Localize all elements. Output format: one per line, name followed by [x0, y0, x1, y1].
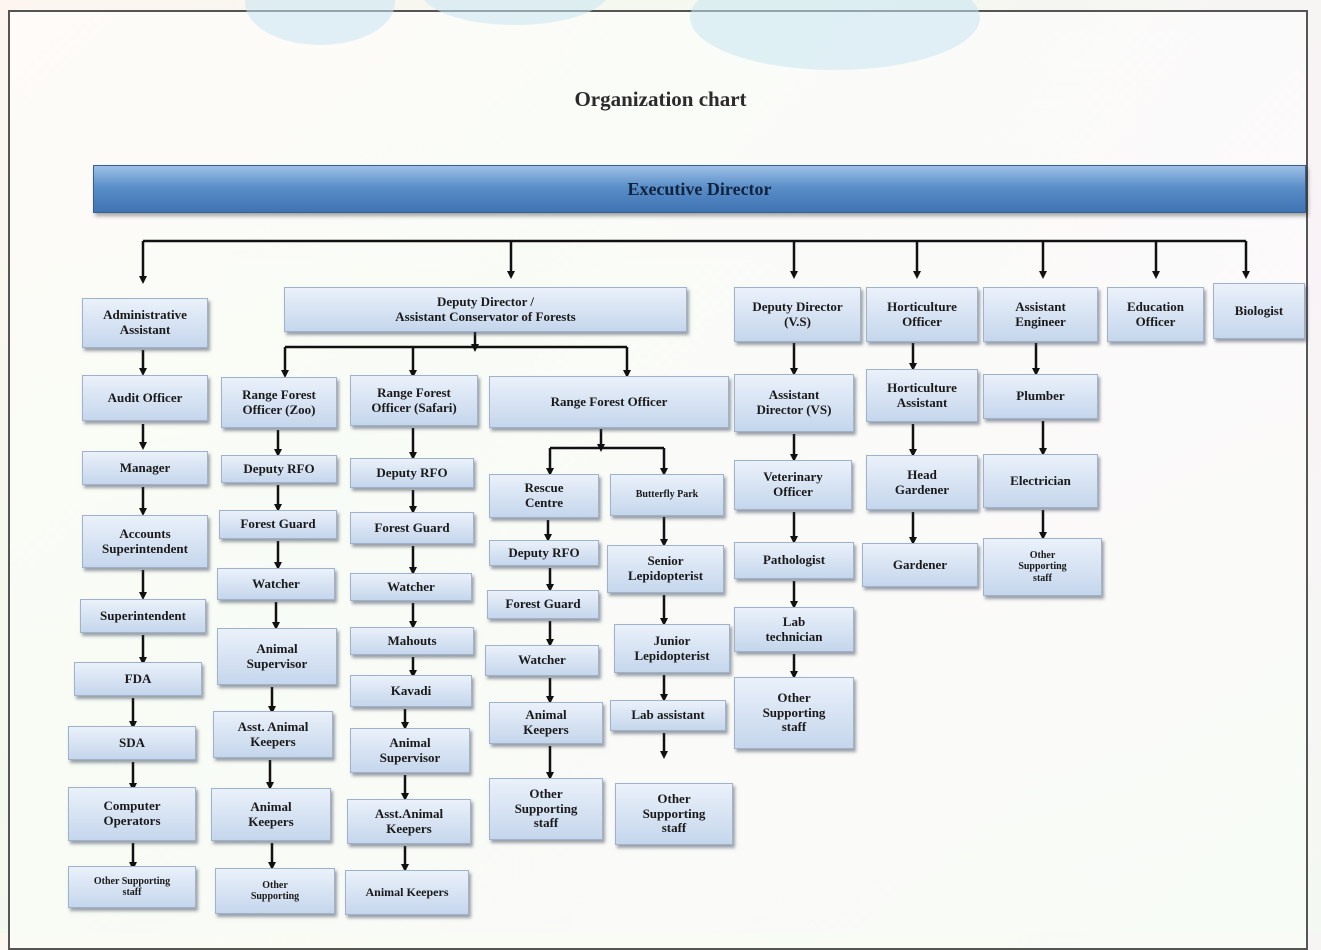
- forest-guard-box: Forest Guard: [350, 512, 474, 544]
- fda-box: FDA: [74, 662, 202, 696]
- executive-director-box: Executive Director: [93, 165, 1306, 213]
- asst-animal-keepers-box: Asst. Animal Keepers: [213, 711, 333, 758]
- junior-lepidopterist-box: Junior Lepidopterist: [614, 624, 730, 673]
- forest-guard-box: Forest Guard: [487, 590, 599, 619]
- animal-keepers-box: Animal Keepers: [345, 870, 469, 915]
- lab-technician-box: Lab technician: [734, 607, 854, 652]
- deputy-rfo-box: Deputy RFO: [489, 540, 599, 566]
- senior-lepidopterist-box: Senior Lepidopterist: [607, 545, 724, 593]
- deputy-rfo-box: Deputy RFO: [350, 458, 474, 488]
- accounts-superintendent-box: Accounts Superintendent: [82, 515, 208, 568]
- rescue-centre-box: Rescue Centre: [489, 474, 599, 518]
- lab-assistant-box: Lab assistant: [610, 700, 726, 731]
- chart-title: Organization chart: [574, 87, 747, 111]
- biologist-box: Biologist: [1213, 283, 1305, 339]
- other-supporting-staff-box: Other Supporting staff: [734, 677, 854, 749]
- butterfly-park-box: Butterfly Park: [610, 474, 724, 516]
- other-supporting-staff-box: Other Supporting staff: [68, 866, 196, 908]
- asst-animal-keepers-box: Asst.Animal Keepers: [347, 799, 471, 844]
- rfo-zoo-box: Range Forest Officer (Zoo): [221, 377, 337, 428]
- veterinary-officer-box: Veterinary Officer: [734, 460, 852, 510]
- kavadi-box: Kavadi: [350, 675, 472, 707]
- plumber-box: Plumber: [983, 374, 1098, 419]
- forest-guard-box: Forest Guard: [219, 510, 337, 539]
- assistant-engineer-box: Assistant Engineer: [983, 287, 1098, 342]
- pathologist-box: Pathologist: [734, 542, 854, 579]
- computer-operators-box: Computer Operators: [68, 787, 196, 841]
- superintendent-box: Superintendent: [80, 599, 206, 633]
- audit-officer-box: Audit Officer: [82, 375, 208, 421]
- deputy-director-box: Deputy Director / Assistant Conservator …: [284, 287, 687, 332]
- range-forest-officer-box: Range Forest Officer: [489, 376, 729, 428]
- education-officer-box: Education Officer: [1107, 287, 1204, 342]
- other-supporting-staff-box: Other Supporting staff: [489, 778, 603, 840]
- head-gardener-box: Head Gardener: [866, 455, 978, 510]
- administrative-assistant-box: Administrative Assistant: [82, 298, 208, 348]
- assistant-director-vs-box: Assistant Director (VS): [734, 374, 854, 432]
- watcher-box: Watcher: [217, 568, 335, 600]
- electrician-box: Electrician: [983, 454, 1098, 508]
- animal-supervisor-box: Animal Supervisor: [350, 728, 470, 773]
- deputy-rfo-box: Deputy RFO: [221, 455, 337, 483]
- watcher-box: Watcher: [350, 573, 472, 601]
- watcher-box: Watcher: [485, 645, 599, 676]
- gardener-box: Gardener: [862, 543, 978, 587]
- animal-supervisor-box: Animal Supervisor: [217, 628, 337, 685]
- deputy-director-vs-box: Deputy Director (V.S): [734, 287, 861, 342]
- sda-box: SDA: [68, 726, 196, 760]
- animal-keepers-box: Animal Keepers: [211, 788, 331, 841]
- mahouts-box: Mahouts: [350, 627, 474, 655]
- animal-keepers-box: Animal Keepers: [489, 702, 603, 744]
- rfo-safari-box: Range Forest Officer (Safari): [350, 375, 478, 426]
- horticulture-assistant-box: Horticulture Assistant: [866, 369, 978, 422]
- horticulture-officer-box: Horticulture Officer: [866, 287, 978, 342]
- other-supporting-box: Other Supporting: [215, 868, 335, 914]
- other-supporting-staff-box: Other Supporting staff: [983, 538, 1102, 596]
- manager-box: Manager: [82, 451, 208, 485]
- other-supporting-staff-box: Other Supporting staff: [615, 783, 733, 845]
